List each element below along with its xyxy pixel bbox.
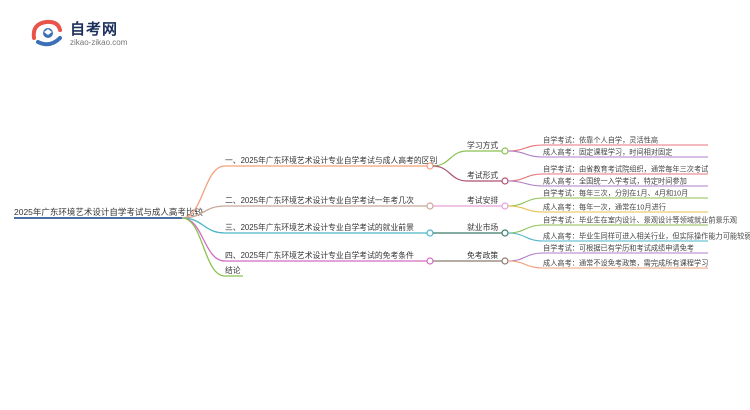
leaf-label: 自学考试：每年三次，分别在1月、4月和10月 [543, 189, 688, 198]
branch-label: 结论 [225, 265, 241, 275]
leaf-label: 自学考试：依靠个人自学，灵活性高 [543, 136, 658, 145]
leaf-label: 自学考试：由省教育考试院组织，通常每年三次考试 [543, 165, 708, 174]
logo-url: zikao-zikao.com [70, 38, 128, 47]
leaf-connector [507, 197, 544, 207]
logo-title: 自考网 [70, 21, 119, 38]
child-connector [432, 165, 468, 182]
branch-connector [181, 217, 226, 262]
branch-end-dot [426, 229, 434, 237]
branch-end-dot [426, 257, 434, 265]
child-label: 免考政策 [467, 250, 498, 260]
leaf-label: 成人高考：每年一次，通常在10月进行 [543, 203, 666, 212]
child-label: 就业市场 [467, 222, 498, 232]
leaf-connector [507, 180, 544, 187]
leaf-label: 自学考试：毕业生在室内设计、景观设计等领域就业前景乐观 [543, 216, 737, 225]
leaf-label: 成人高考：通常不设免考政策，需完成所有课程学习 [543, 259, 708, 268]
site-logo[interactable]: 自考网 zikao-zikao.com [28, 16, 158, 52]
logo-mark-icon [31, 19, 62, 47]
leaf-connector [507, 232, 544, 242]
child-end-dot [501, 229, 509, 237]
leaf-label: 自学考试：可根据已有学历和考试成绩申请免考 [543, 244, 694, 253]
leaf-label: 成人高考：固定课程学习，时间相对固定 [543, 148, 672, 157]
child-end-dot [501, 147, 509, 155]
root-node: 2025年广东环境艺术设计自学考试与成人高考比较 [14, 207, 203, 217]
branch-end-dot [426, 162, 434, 170]
leaf-connector [507, 144, 544, 152]
child-label: 考试安排 [467, 195, 498, 205]
branch-end-dot [426, 202, 434, 210]
branch-connector [181, 217, 226, 277]
branch-label: 一、2025年广东环境艺术设计专业自学考试与成人高考的区别 [225, 155, 437, 165]
leaf-label: 成人高考：毕业生同样可进入相关行业，但实际操作能力可能较弱 [543, 232, 750, 241]
child-end-dot [501, 202, 509, 210]
child-label: 学习方式 [467, 140, 498, 150]
leaf-connector [507, 205, 544, 213]
leaf-connector [507, 173, 544, 182]
child-end-dot [501, 257, 509, 265]
branch-connector [181, 165, 226, 219]
child-end-dot [501, 177, 509, 185]
child-connector [432, 150, 468, 167]
child-label: 考试形式 [467, 170, 498, 180]
branch-label: 二、2025年广东环境艺术设计专业自学考试一年考几次 [225, 195, 414, 205]
branch-label: 四、2025年广东环境艺术设计专业自学考试的免考条件 [225, 250, 414, 260]
leaf-connector [507, 260, 544, 269]
branch-label: 三、2025年广东环境艺术设计专业自学考试的就业前景 [225, 222, 414, 232]
leaf-connector [507, 252, 544, 262]
leaf-connector [507, 224, 544, 234]
leaf-connector [507, 150, 544, 158]
leaf-label: 成人高考：全国统一入学考试，特定时间参加 [543, 177, 687, 186]
